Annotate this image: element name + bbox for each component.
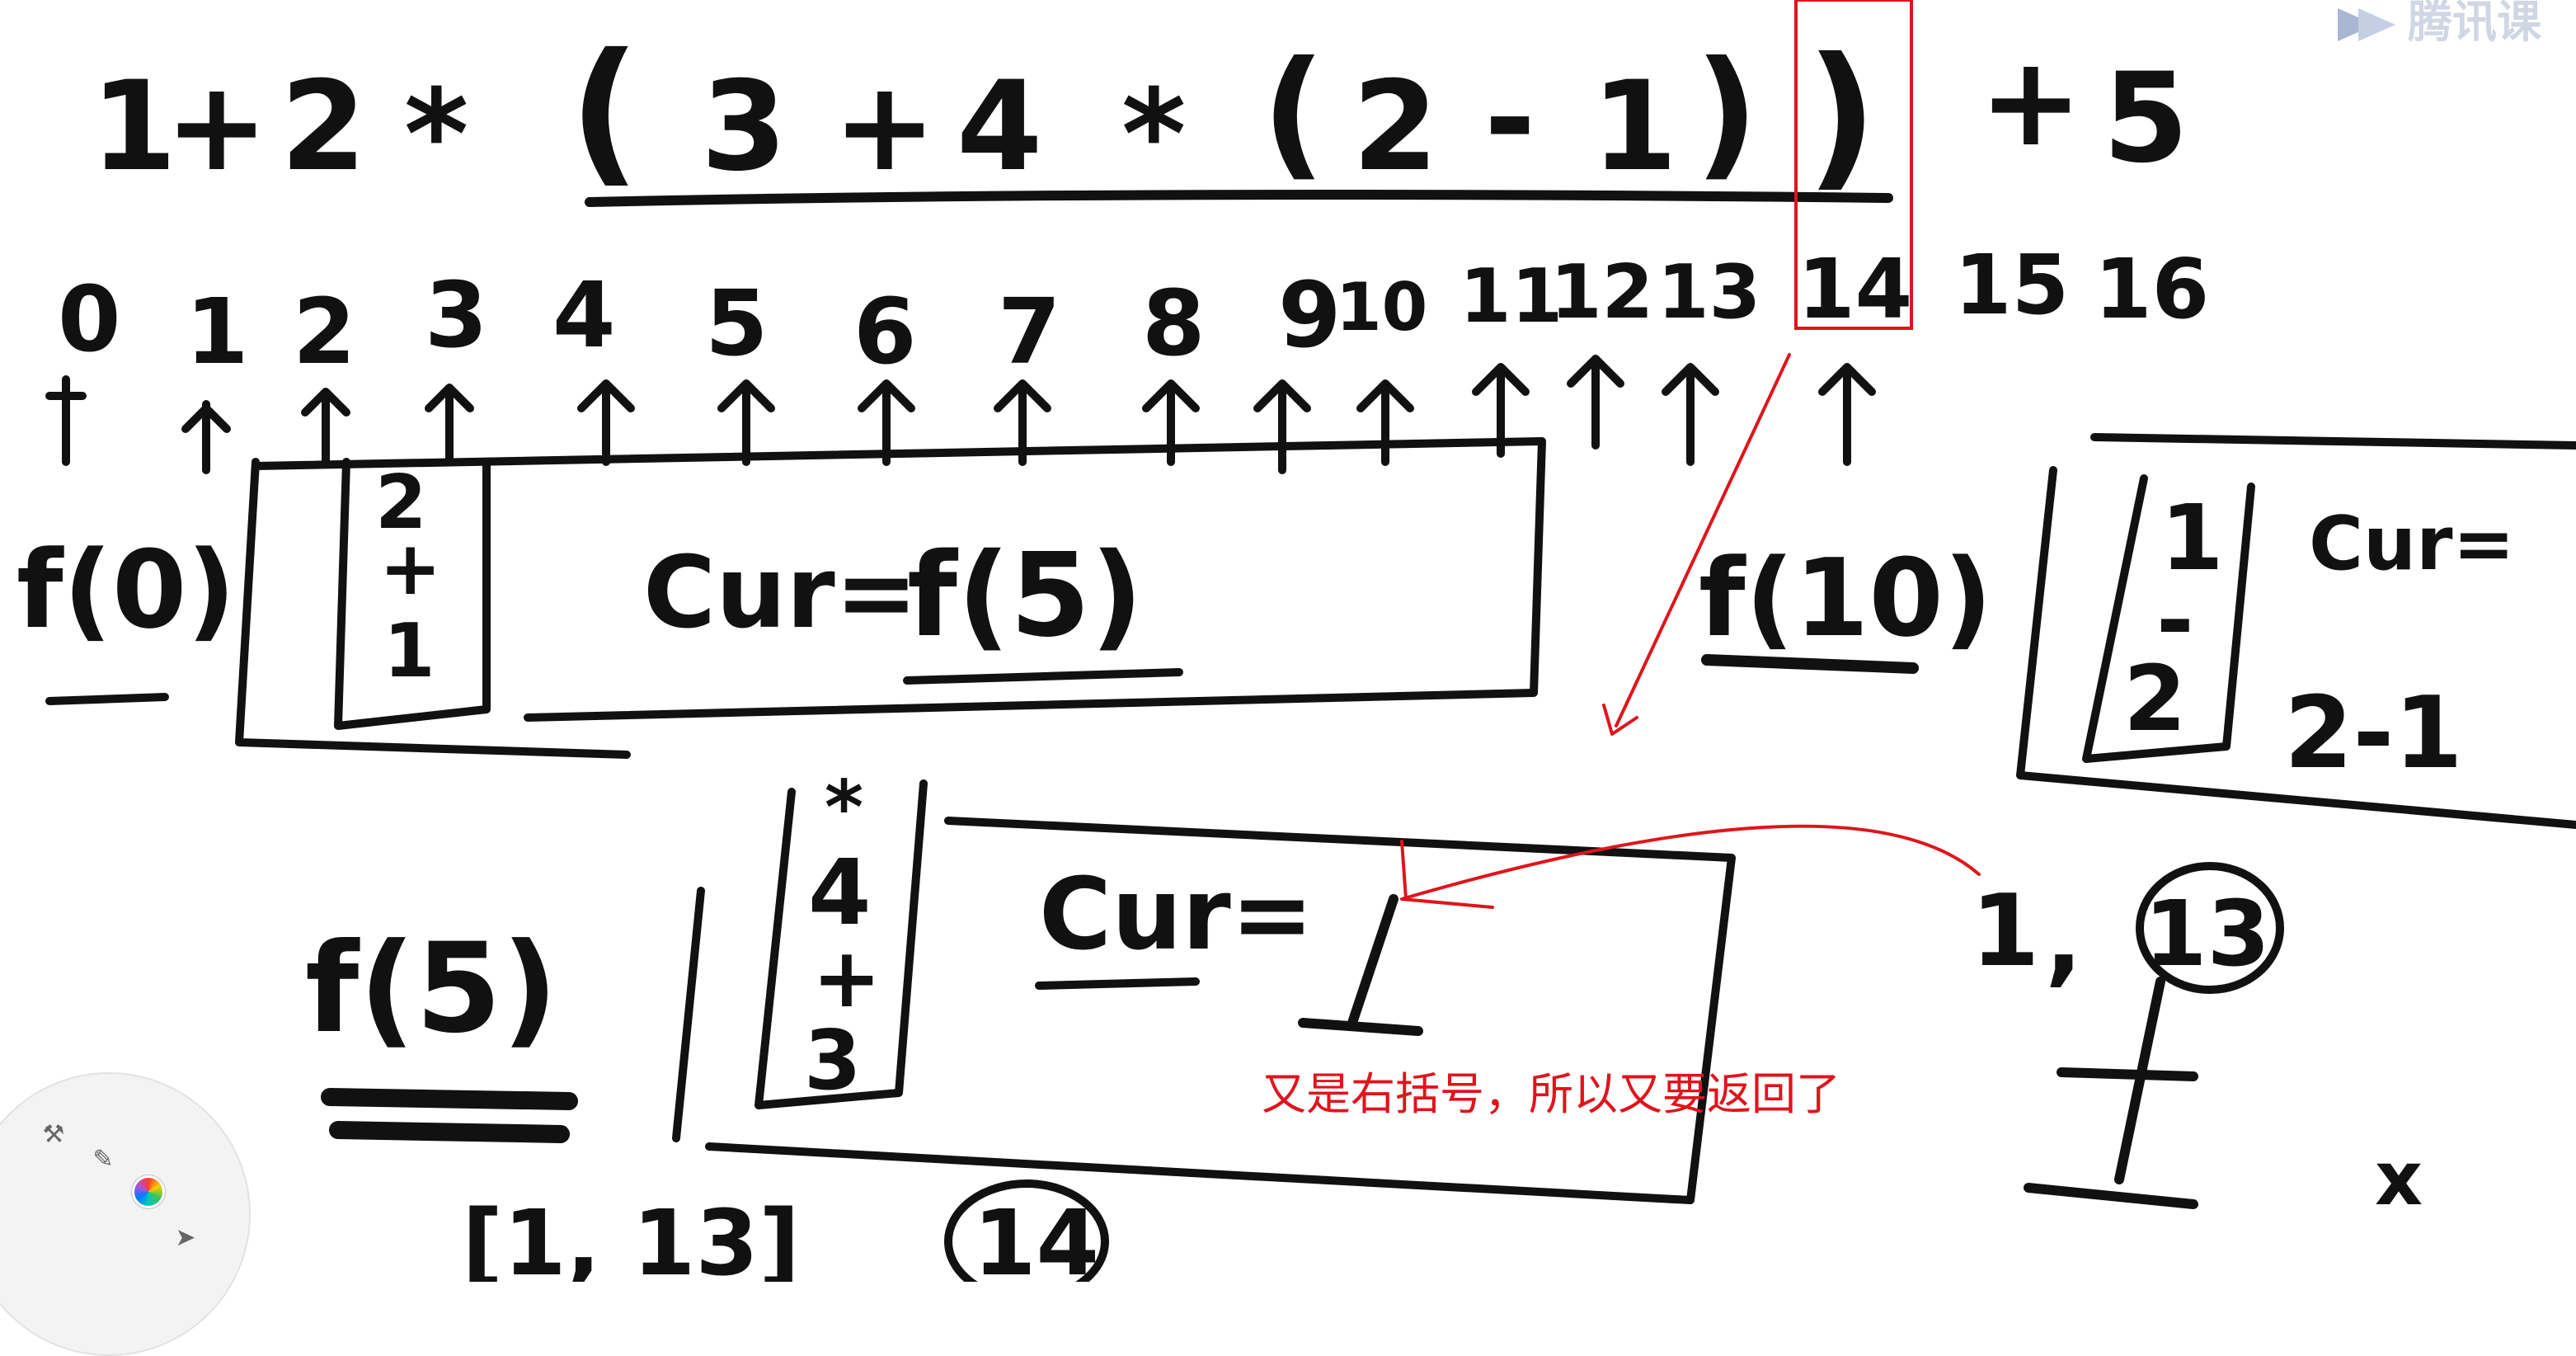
stack-item: + bbox=[812, 930, 881, 1026]
stack-item: 2 bbox=[375, 459, 427, 546]
stack-item: 2 bbox=[2123, 646, 2187, 751]
index-label: 9 bbox=[1278, 262, 1342, 368]
highlight-box-index bbox=[1794, 0, 1913, 330]
return-f5: [1, 13] 14 bbox=[462, 1179, 1109, 1282]
frame-call-label: f(0) bbox=[16, 527, 236, 652]
index-label: 8 bbox=[1142, 271, 1206, 376]
subexpression-underline bbox=[585, 190, 1893, 207]
expr-token: + bbox=[1979, 31, 2083, 174]
cur-label: Cur= bbox=[643, 536, 918, 651]
up-arrow-icon bbox=[1818, 363, 1876, 466]
expr-token: 3 bbox=[701, 55, 787, 199]
expr-token: ) bbox=[1695, 31, 1759, 195]
call-underline bbox=[45, 693, 169, 705]
frame-f10: f(10) 1 - 2 Cur= 2-1 bbox=[1699, 433, 2576, 829]
index-label: 11 bbox=[1460, 253, 1563, 340]
expr-token: 1 bbox=[91, 55, 176, 199]
return-value: [1, 13] bbox=[462, 1190, 800, 1282]
cur-value: 2-1 bbox=[2284, 676, 2463, 791]
index-label: 0 bbox=[58, 266, 121, 372]
stack-item: + bbox=[379, 525, 441, 612]
up-arrow-icon bbox=[301, 388, 350, 466]
call-underline bbox=[1701, 654, 1919, 674]
stack-item: 1 bbox=[383, 608, 435, 694]
color-picker-icon[interactable] bbox=[129, 1173, 167, 1211]
brush-icon[interactable]: ✎ bbox=[92, 1144, 114, 1174]
cur-digit-one bbox=[1298, 894, 1423, 1036]
cur-label: Cur= bbox=[1039, 858, 1314, 972]
return-separator: , bbox=[2045, 883, 2083, 997]
expr-token: 1 bbox=[1591, 55, 1677, 199]
index-label: 13 bbox=[1657, 249, 1760, 336]
stack-item: - bbox=[2156, 567, 2194, 673]
index-label: 12 bbox=[1550, 249, 1653, 336]
index-label: 6 bbox=[853, 279, 917, 384]
up-arrow-icon bbox=[181, 400, 231, 474]
up-arrow-icon bbox=[1253, 379, 1311, 474]
watermark-text: 腾讯课 bbox=[2408, 0, 2542, 48]
return-f10: 1 , 13 x bbox=[1971, 862, 2423, 1222]
stack-item: 4 bbox=[808, 840, 872, 945]
tencent-classroom-logo: 腾讯课 bbox=[2338, 0, 2542, 48]
expr-token: ( bbox=[1262, 31, 1326, 195]
up-arrow-icon bbox=[577, 379, 635, 466]
frame-f0: f(0) 2 + 1 Cur= f(5) bbox=[16, 437, 1546, 759]
frame-call-label: f(10) bbox=[1699, 535, 1992, 661]
index-label: 2 bbox=[293, 279, 356, 384]
expr-token: 2 bbox=[280, 55, 366, 199]
index-row: 0 1 2 3 4 5 6 7 8 9 10 11 12 13 14 15 16 bbox=[58, 0, 2209, 384]
return-index: 14 bbox=[973, 1190, 1099, 1282]
index-label: 3 bbox=[425, 262, 488, 368]
pointer-icon[interactable]: ➤ bbox=[175, 1222, 196, 1252]
index-label: 16 bbox=[2094, 241, 2209, 337]
index-label: 15 bbox=[1954, 237, 2069, 333]
circle-marker bbox=[2136, 862, 2284, 994]
call-underline bbox=[321, 1088, 578, 1143]
whiteboard-canvas[interactable]: 腾讯课 1 + 2 * ( 3 + 4 * ( 2 - 1 ) ) + 5 0 … bbox=[0, 0, 2576, 1282]
up-arrow-icon bbox=[1662, 363, 1719, 466]
stack-item: 1 bbox=[2160, 485, 2224, 591]
frame-call-label: f(5) bbox=[305, 917, 558, 1061]
expr-token: ( bbox=[569, 20, 641, 202]
expr-token: + bbox=[165, 55, 269, 199]
stack-item: 3 bbox=[804, 1012, 862, 1109]
return-value: 1 bbox=[1971, 874, 2040, 989]
expr-token: * bbox=[404, 64, 468, 207]
index-label: 7 bbox=[998, 279, 1061, 384]
cur-underline bbox=[1035, 977, 1200, 990]
red-pointer-arrow bbox=[1615, 353, 1791, 727]
expr-token: 5 bbox=[2103, 47, 2188, 191]
expr-token: + bbox=[833, 55, 937, 199]
up-arrow-icon bbox=[45, 375, 87, 466]
red-curved-arrow bbox=[1400, 824, 1981, 909]
circle-marker bbox=[944, 1179, 1109, 1282]
up-arrow-icon bbox=[717, 379, 775, 466]
mark-x: x bbox=[2375, 1136, 2423, 1222]
up-arrow-icon bbox=[858, 379, 915, 466]
stack-item: * bbox=[825, 765, 863, 851]
frame-f5: f(5) * 4 + 3 Cur= bbox=[305, 765, 1736, 1204]
index-label: 14 bbox=[1798, 241, 1912, 337]
up-arrow-icon bbox=[1356, 379, 1414, 466]
expr-token: 4 bbox=[957, 55, 1042, 199]
expression-row: 1 + 2 * ( 3 + 4 * ( 2 - 1 ) ) + 5 bbox=[91, 20, 2188, 207]
index-label: 1 bbox=[186, 279, 249, 384]
arrowhead-icon bbox=[1602, 704, 1638, 736]
return-index: 13 bbox=[2144, 881, 2270, 986]
cur-label: Cur= bbox=[2309, 501, 2515, 587]
annotation-text: 又是右括号，所以又要返回了 bbox=[1262, 1068, 1840, 1120]
expr-token: ) bbox=[1806, 24, 1878, 206]
pointer-arrows bbox=[45, 355, 1876, 474]
index-label: 5 bbox=[705, 271, 769, 376]
hammer-icon[interactable]: ⚒ bbox=[42, 1119, 65, 1149]
expr-token: * bbox=[1121, 64, 1186, 207]
cur-underline bbox=[903, 668, 1183, 685]
expr-token: 2 bbox=[1352, 55, 1438, 199]
index-label: 10 bbox=[1336, 269, 1427, 346]
cur-value: f(5) bbox=[907, 529, 1143, 663]
up-arrow-icon bbox=[425, 384, 474, 466]
expr-token: - bbox=[1484, 47, 1535, 191]
index-label: 4 bbox=[552, 262, 616, 368]
up-arrow-icon bbox=[1567, 355, 1624, 450]
